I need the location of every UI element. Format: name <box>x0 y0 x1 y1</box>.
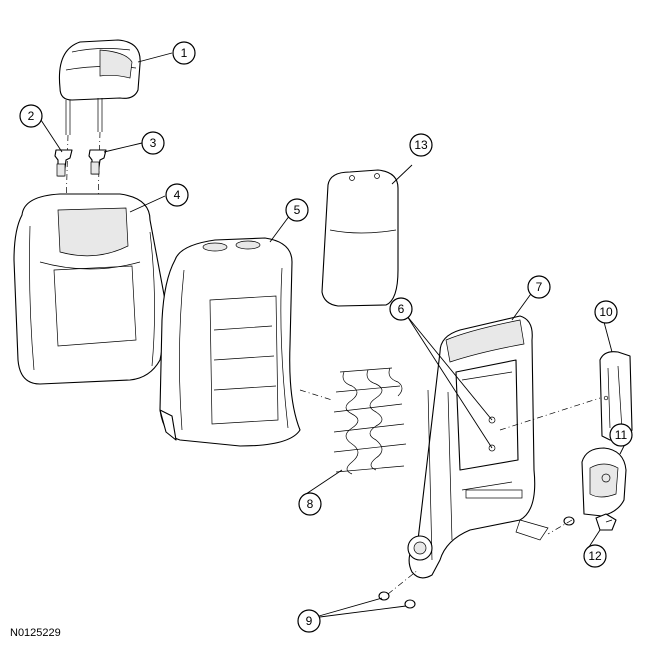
svg-text:7: 7 <box>536 280 543 294</box>
recliner-handle <box>595 513 617 531</box>
callout-9: 9 <box>297 609 321 633</box>
svg-text:12: 12 <box>588 549 602 563</box>
svg-text:5: 5 <box>294 203 301 217</box>
callout-3: 3 <box>141 131 165 155</box>
callout-10: 10 <box>594 300 618 324</box>
callout-1: 1 <box>172 41 196 65</box>
side-trim-panel <box>599 351 633 442</box>
recliner-cover <box>581 447 627 517</box>
seat-heater-pad <box>321 169 399 307</box>
svg-text:3: 3 <box>150 136 157 150</box>
headrest-posts <box>65 98 103 211</box>
seat-back-pad <box>159 237 301 447</box>
seat-spring-grid <box>299 367 407 475</box>
svg-text:9: 9 <box>306 614 313 628</box>
headrest <box>58 39 141 101</box>
headrest-guide-left <box>54 149 73 177</box>
seat-back-cover <box>13 193 167 385</box>
callout-11: 11 <box>609 423 633 447</box>
callout-7: 7 <box>527 275 551 299</box>
callout-13: 13 <box>409 133 433 157</box>
frame-nuts <box>378 516 575 609</box>
svg-text:6: 6 <box>398 302 405 316</box>
svg-text:11: 11 <box>615 428 628 442</box>
svg-text:4: 4 <box>174 188 181 202</box>
leader-lines <box>38 52 629 619</box>
svg-text:1: 1 <box>181 46 188 60</box>
seat-back-frame <box>407 315 601 579</box>
callout-6: 6 <box>389 297 413 321</box>
headrest-guide-right <box>88 149 107 175</box>
callout-2: 2 <box>19 104 43 128</box>
svg-text:13: 13 <box>414 138 428 152</box>
svg-text:8: 8 <box>307 497 314 511</box>
callout-5: 5 <box>285 198 309 222</box>
svg-text:10: 10 <box>599 305 613 319</box>
callout-8: 8 <box>298 492 322 516</box>
callout-12: 12 <box>583 544 607 568</box>
svg-text:2: 2 <box>28 109 35 123</box>
figure-id: N0125229 <box>10 627 61 639</box>
callout-4: 4 <box>165 183 189 207</box>
